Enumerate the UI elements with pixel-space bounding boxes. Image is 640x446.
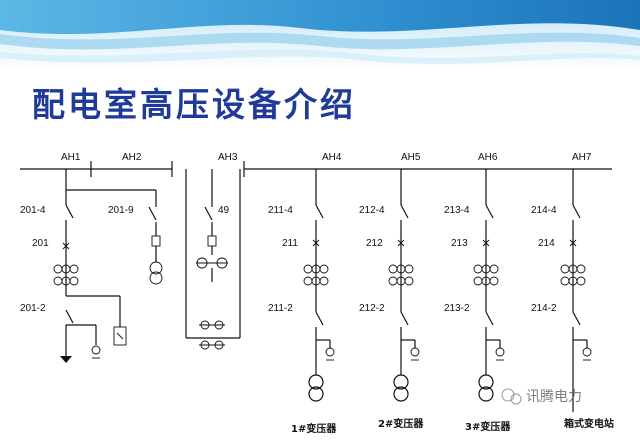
switch-label: 201 xyxy=(32,238,49,249)
cabinet-label: AH2 xyxy=(122,152,142,163)
load-label: 2#变压器 xyxy=(378,417,424,430)
switch-label: 213-2 xyxy=(444,303,470,314)
switch-label: 211-4 xyxy=(268,205,293,216)
watermark-text: 讯腾电力 xyxy=(526,388,582,405)
ct-group xyxy=(53,264,79,286)
cabinet-label: AH3 xyxy=(218,152,238,163)
ah6-circuit xyxy=(473,169,505,402)
ah1-circuit: 201-4 201 201-2 xyxy=(20,169,127,363)
ah3-circuit: 49 xyxy=(185,169,241,350)
cabinet-labels: AH1 AH2 AH3 AH4 AH5 AH6 AH7 xyxy=(61,152,592,163)
switch-label: 201-9 xyxy=(108,205,134,216)
cabinet-label: AH1 xyxy=(61,152,81,163)
switch-label: 213-4 xyxy=(444,205,470,216)
cabinet-label: AH4 xyxy=(322,152,342,163)
switch-label: 211 xyxy=(282,238,298,249)
ah4-circuit xyxy=(303,169,335,402)
switch-label: 214-2 xyxy=(531,303,557,314)
switch-label: 201-4 xyxy=(20,205,46,216)
load-label: 3#变压器 xyxy=(465,420,511,433)
switch-label: 49 xyxy=(218,205,230,216)
switch-label: 211-2 xyxy=(268,303,293,314)
watermark: 讯腾电力 xyxy=(501,388,582,405)
switch-label: 214 xyxy=(538,238,555,249)
switch-label: 212 xyxy=(366,238,383,249)
switch-label: 201-2 xyxy=(20,303,46,314)
switch-label: 212-4 xyxy=(359,205,385,216)
ah2-circuit: 201-9 xyxy=(66,189,163,285)
ah7-circuit xyxy=(560,169,592,412)
switch-label: 212-2 xyxy=(359,303,385,314)
cabinet-label: AH5 xyxy=(401,152,421,163)
load-label: 1#变压器 xyxy=(291,422,337,435)
slide-title: 配电室高压设备介绍 xyxy=(32,85,356,124)
switch-label: 213 xyxy=(451,238,468,249)
main-busbar xyxy=(20,161,612,177)
load-label: 箱式变电站 xyxy=(564,417,614,430)
cabinet-label: AH6 xyxy=(478,152,498,163)
header-wave xyxy=(0,0,640,72)
ah5-circuit xyxy=(388,169,420,402)
switch-label: 214-4 xyxy=(531,205,557,216)
cabinet-label: AH7 xyxy=(572,152,592,163)
